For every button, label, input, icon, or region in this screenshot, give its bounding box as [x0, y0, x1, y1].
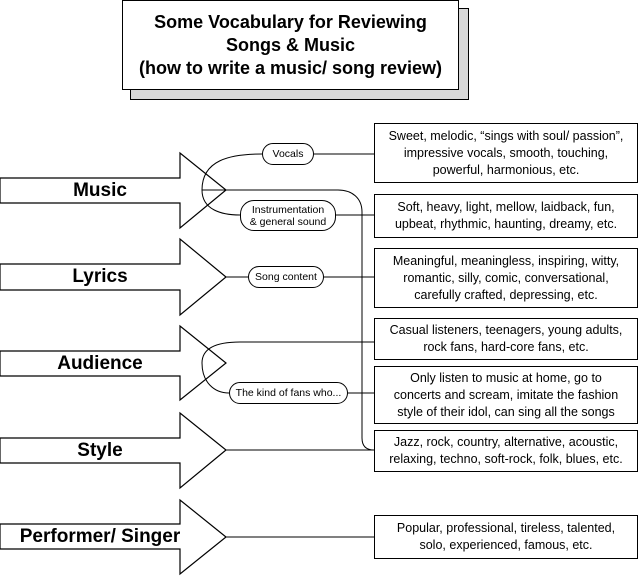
desc-lyrics: Meaningful, meaningless, inspiring, witt…	[374, 248, 638, 308]
music-arrow	[0, 151, 227, 230]
desc-fans: Only listen to music at home, go to conc…	[374, 366, 638, 424]
desc-performer-line: Popular, professional, tireless, talente…	[396, 521, 616, 535]
category-lyrics: Lyrics	[72, 266, 128, 287]
connector-audience-desc	[201, 341, 374, 364]
pill-instrumentation-line1: Instrumentation	[251, 203, 325, 216]
desc-instrumentation-line: upbeat, rhythmic, haunting, dreamy, etc.	[394, 217, 618, 231]
desc-lyrics-line: Meaningful, meaningless, inspiring, witt…	[392, 253, 620, 268]
desc-style: Jazz, rock, country, alternative, acoust…	[374, 430, 638, 472]
title-line-2: Songs & Music	[225, 34, 355, 55]
desc-style-line: relaxing, techno, soft-rock, folk, blues…	[389, 452, 623, 466]
pill-vocals-label: Vocals	[272, 148, 304, 160]
pill-song-content-label: Song content	[255, 271, 317, 283]
pill-instrumentation: Instrumentation & general sound	[240, 200, 336, 231]
pill-vocals: Vocals	[262, 143, 314, 165]
desc-vocals-line: Sweet, melodic, “sings with soul/ passio…	[388, 128, 624, 143]
audience-arrow	[0, 324, 227, 402]
desc-audience-line: Casual listeners, teenagers, young adult…	[389, 323, 623, 337]
desc-style-line: Jazz, rock, country, alternative, acoust…	[393, 435, 619, 449]
title-line-1: Some Vocabulary for Reviewing	[154, 11, 427, 32]
category-audience: Audience	[57, 352, 143, 374]
desc-performer: Popular, professional, tireless, talente…	[374, 515, 638, 559]
connector-music-style	[202, 189, 375, 451]
category-music: Music	[73, 179, 127, 201]
desc-fans-line: Only listen to music at home, go to	[410, 370, 602, 385]
title-line-3: (how to write a music/ song review)	[138, 57, 443, 78]
page-title: Some Vocabulary for Reviewing Songs & Mu…	[122, 0, 459, 90]
desc-fans-line: style of their idol, can sing all the so…	[397, 404, 615, 419]
connector-audience-fans	[201, 362, 230, 394]
desc-lyrics-line: carefully crafted, depressing, etc.	[414, 287, 598, 302]
desc-fans-line: concerts and scream, imitate the fashion	[393, 387, 619, 402]
performer-arrow	[0, 498, 227, 576]
pill-kind-of-fans: The kind of fans who...	[229, 382, 348, 404]
connector-music-instrumentation	[201, 189, 241, 216]
desc-vocals-line: impressive vocals, smooth, touching,	[403, 145, 609, 160]
style-arrow	[0, 411, 227, 490]
desc-vocals: Sweet, melodic, “sings with soul/ passio…	[374, 123, 638, 183]
desc-performer-line: solo, experienced, famous, etc.	[419, 538, 593, 552]
connector-music-vocals	[201, 153, 263, 191]
pill-instrumentation-line2: & general sound	[249, 215, 327, 228]
desc-audience-line: rock fans, hard-core fans, etc.	[423, 340, 589, 354]
desc-instrumentation-line: Soft, heavy, light, mellow, laidback, fu…	[397, 200, 615, 214]
pill-song-content: Song content	[248, 266, 324, 288]
lyrics-arrow	[0, 237, 227, 317]
desc-vocals-line: powerful, harmonious, etc.	[432, 162, 580, 177]
category-performer: Performer/ Singer	[19, 525, 181, 547]
desc-audience: Casual listeners, teenagers, young adult…	[374, 318, 638, 360]
desc-lyrics-line: romantic, silly, comic, conversational,	[403, 270, 609, 285]
pill-kind-of-fans-label: The kind of fans who...	[235, 387, 342, 399]
category-style: Style	[77, 439, 123, 461]
desc-instrumentation: Soft, heavy, light, mellow, laidback, fu…	[374, 194, 638, 238]
